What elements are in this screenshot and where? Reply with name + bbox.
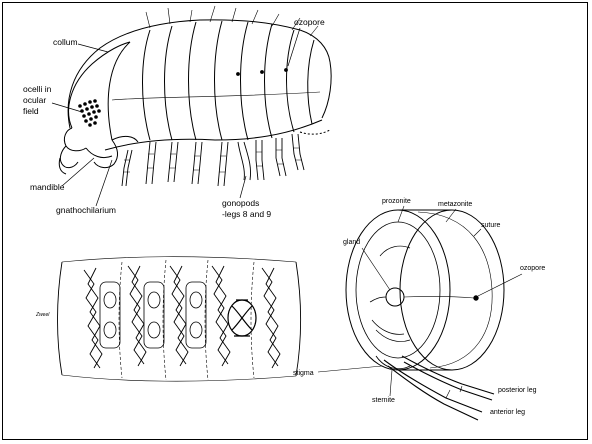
metazonite-ring [400, 210, 504, 370]
label-gonopods-line1: gonopods [222, 198, 259, 208]
dorsal-bristles [146, 6, 318, 36]
posterior-leg-shape [402, 356, 494, 394]
label-sternite: sternite [372, 397, 395, 404]
gland-shape [386, 288, 404, 306]
label-gnathochilarium: gnathochilarium [56, 205, 116, 215]
label-ocelli-line1: ocelli in [23, 84, 52, 94]
ventral-segments-illustration [58, 257, 301, 381]
ozopore-dot [474, 296, 478, 300]
millipede-body-illustration [59, 6, 331, 186]
head-front [64, 128, 86, 151]
ocelli-cluster [78, 99, 101, 127]
label-ocelli-line2: ocular [23, 95, 46, 105]
leg-pairs [84, 266, 280, 368]
sternite-plates [100, 282, 206, 348]
label-suture: suture [481, 222, 501, 229]
label-mandible: mandible [30, 182, 65, 192]
label-ozopore-right: ozopore [520, 265, 545, 272]
label-collum: collum [53, 37, 78, 47]
gonopod-region [228, 300, 256, 336]
body-ventral-outline [105, 120, 322, 150]
suture-line [418, 212, 492, 368]
label-posterior-leg: posterior leg [498, 387, 537, 394]
ring-cross-section-illustration [346, 210, 504, 420]
label-gonopods-line2: -legs 8 and 9 [222, 209, 271, 219]
body-dorsal-outline [68, 20, 330, 128]
label-gland: gland [343, 239, 360, 246]
label-prozonite: prozonite [382, 198, 411, 205]
label-ozopore-top: ozopore [294, 17, 325, 27]
label-side-mark: Zweel [35, 312, 50, 318]
label-anterior-leg: anterior leg [490, 409, 525, 416]
label-ocelli-line3: field [23, 106, 39, 116]
gonopods-shape [238, 142, 251, 180]
label-stigma: stigma [293, 370, 314, 377]
label-metazonite: metazonite [438, 201, 472, 208]
